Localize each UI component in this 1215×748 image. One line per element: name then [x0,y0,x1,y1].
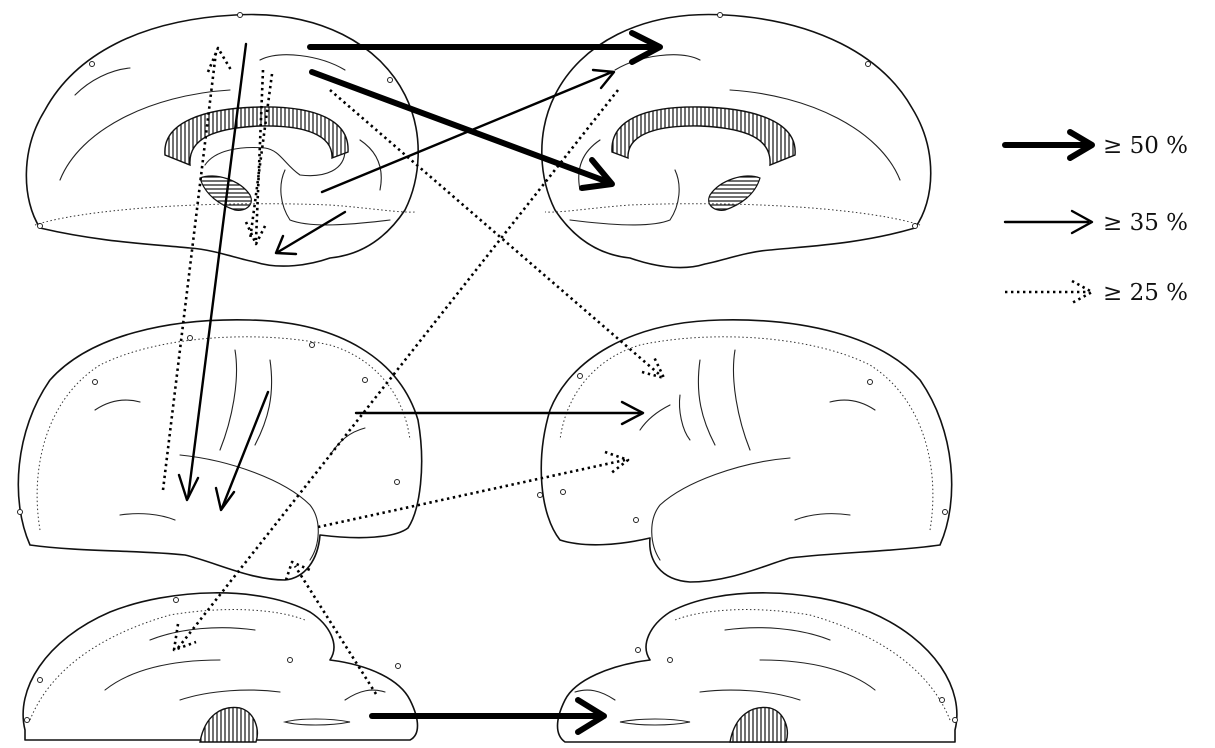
brain-ventral-right [558,593,958,742]
arrow-weak-ventral-up [286,562,376,694]
brain-lateral-left [18,320,422,580]
brain-lateral-right [538,320,952,582]
arrow-strong-bottom-horizontal [372,700,604,732]
arrow-weak-cross-to-lateral-right [330,90,664,378]
arrow-weak-cross-to-ventral-left [174,90,618,650]
arrow-weak-down-short [246,70,266,244]
brain-medial-right [542,13,931,268]
arrow-medium-short-vertical [216,392,268,510]
legend: ≥ 50 % ≥ 35 % ≥ 25 % [1005,132,1188,306]
arrow-strong-top-horizontal [310,33,660,62]
legend-arrow-weak [1005,281,1092,303]
legend-label-weak: ≥ 25 % [1103,280,1188,306]
arrow-medium-middle-horizontal [356,402,643,424]
arrow-weak-lateral-horizontal [318,452,628,527]
legend-label-medium: ≥ 35 % [1103,210,1188,236]
legend-arrow-medium [1005,211,1092,233]
arrow-medium-to-top-right [322,70,614,192]
legend-label-strong: ≥ 50 % [1103,133,1188,159]
legend-arrow-strong [1005,132,1092,158]
arrow-weak-down-mid [250,74,272,240]
arrow-medium-down-left [276,212,345,254]
